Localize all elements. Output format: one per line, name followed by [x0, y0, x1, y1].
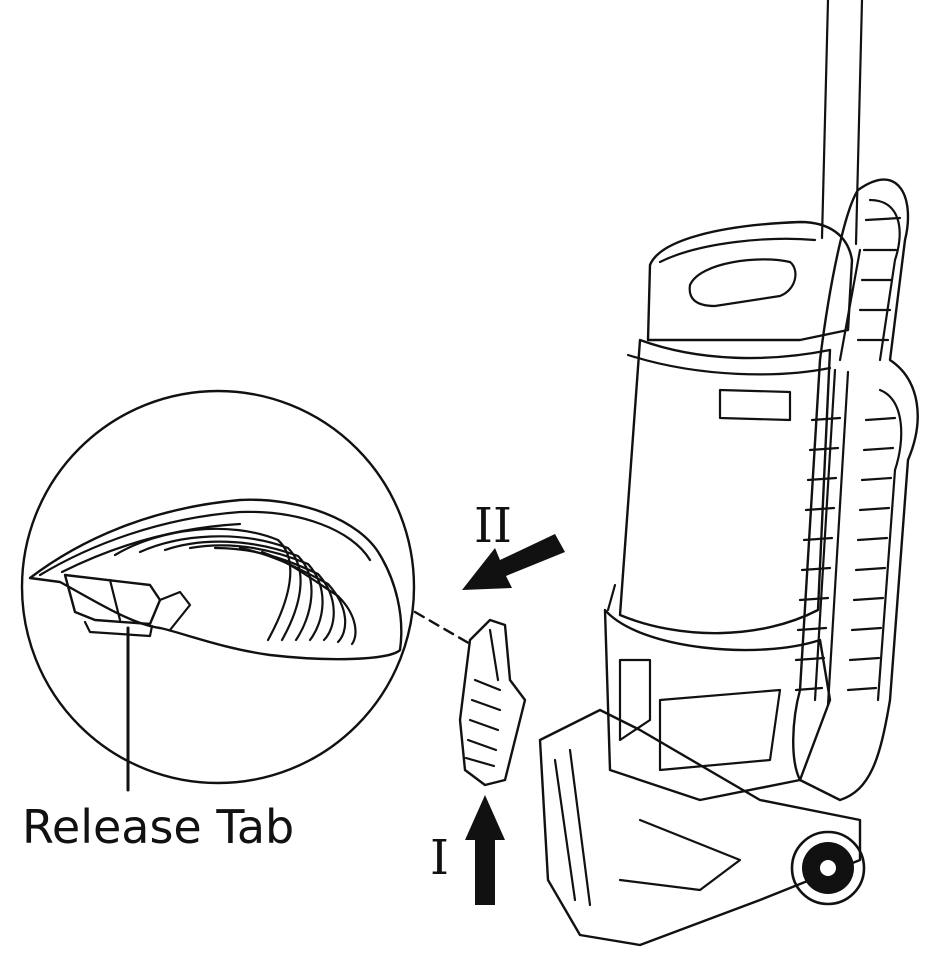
dust-bin [618, 338, 832, 635]
wheel [790, 830, 866, 906]
floor-nozzle [538, 708, 862, 947]
callout-dashed-leader [413, 610, 474, 647]
release-tab-label: Release Tab [22, 800, 295, 854]
arrow-step-1 [465, 795, 505, 905]
hose [792, 178, 919, 802]
step-2-marker: II [474, 498, 512, 554]
arrow-step-2 [462, 534, 565, 590]
step-1-marker: I [430, 830, 449, 886]
magnified-detail-callout [20, 389, 474, 792]
magnifier-circle [20, 389, 416, 785]
vacuum-cleaner [538, 0, 919, 947]
filter-piece [458, 618, 527, 787]
filter-grille-closeup [28, 498, 403, 661]
handle-tube [820, 0, 864, 246]
